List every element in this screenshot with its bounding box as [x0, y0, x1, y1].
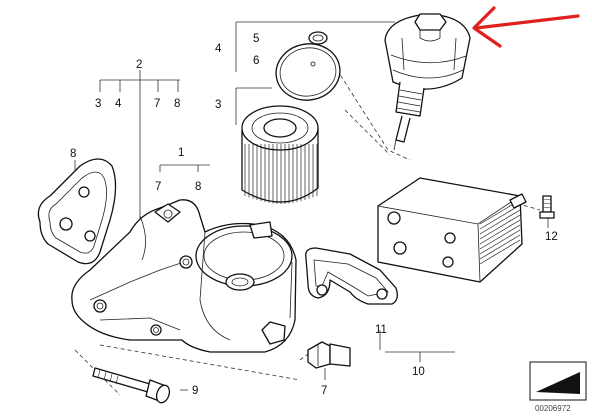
small-o-ring-5 — [308, 31, 328, 45]
long-bolt-9 — [92, 367, 171, 404]
large-o-ring-6 — [275, 43, 341, 101]
label-4-group2: 4 — [115, 98, 122, 110]
label-2: 2 — [136, 59, 142, 71]
label-7-sensor: 7 — [321, 385, 327, 397]
catalog-number: 00206972 — [535, 404, 571, 413]
part-labels: 1 2 3 4 7 8 4 5 6 3 8 7 8 11 10 12 9 7 — [70, 33, 558, 397]
catalog-icon — [529, 361, 587, 401]
oil-filter-housing-2 — [71, 199, 297, 353]
gasket-8 — [37, 158, 117, 265]
label-9: 9 — [192, 385, 198, 397]
bolt-12 — [539, 195, 555, 219]
highlight-arrow — [472, 6, 580, 48]
label-8-group2: 8 — [174, 98, 180, 110]
label-11: 11 — [375, 324, 387, 336]
label-6: 6 — [253, 55, 259, 67]
leader-lines — [74, 21, 549, 391]
oil-filter-element-3 — [241, 105, 319, 204]
label-5: 5 — [253, 33, 259, 45]
label-12: 12 — [545, 231, 558, 243]
label-7-housing: 7 — [155, 181, 161, 193]
label-3-filter: 3 — [215, 99, 221, 111]
filter-cap-4 — [384, 13, 471, 151]
label-10: 10 — [412, 366, 425, 378]
oil-pressure-sensor-7 — [307, 341, 351, 369]
label-1: 1 — [178, 147, 184, 159]
cooler-gasket-11 — [305, 247, 398, 305]
label-8-gasket: 8 — [70, 148, 76, 160]
label-8-housing: 8 — [195, 181, 201, 193]
label-4-cap: 4 — [215, 43, 222, 55]
oil-cooler-10 — [377, 177, 527, 283]
label-7-group2: 7 — [154, 98, 160, 110]
label-3-group2: 3 — [95, 98, 101, 110]
